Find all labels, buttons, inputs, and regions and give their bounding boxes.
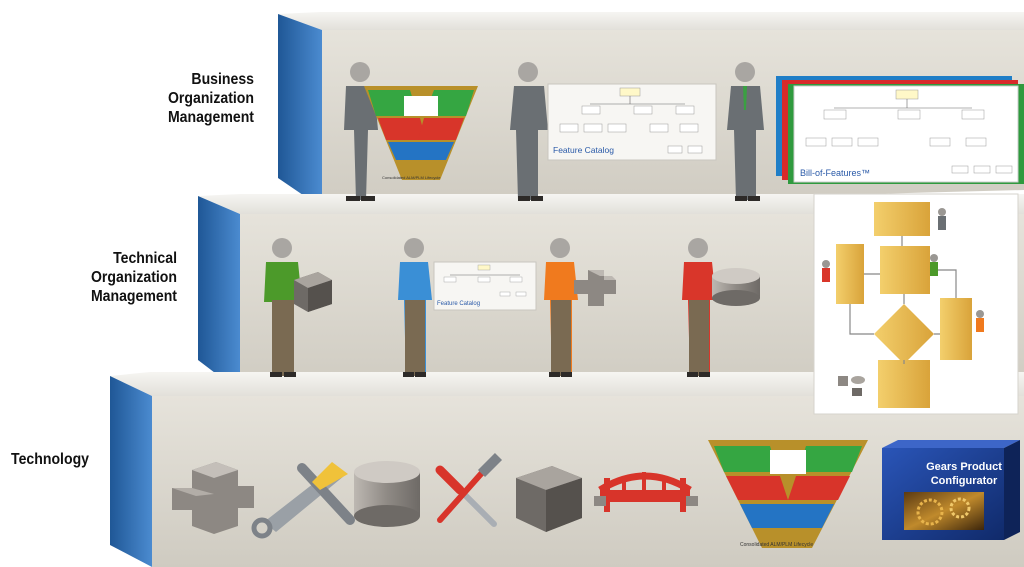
feature-catalog-small-caption: Feature Catalog (437, 301, 480, 307)
product-box (882, 440, 1020, 540)
tier-label-business: Business Organization Management (101, 70, 254, 127)
cylinder-small-icon (712, 268, 760, 306)
v-chart-large-caption: Consolidated ALM/PLM Lifecycle (740, 542, 813, 548)
feature-catalog-small-document (433, 261, 537, 311)
bill-of-features-caption: Bill-of-Features™ (800, 168, 870, 178)
technical-person-green-box (264, 238, 302, 377)
business-person-catalog (510, 62, 548, 201)
tier-label-line: Management (167, 109, 254, 126)
bill-of-features-document (776, 76, 1024, 184)
feature-catalog-caption: Feature Catalog (553, 145, 614, 155)
plus-block-icon (574, 270, 616, 306)
tier-label-line: Organization (90, 269, 177, 286)
product-box-title-line2: Configurator (931, 475, 998, 487)
tier-label-line: Management (90, 288, 177, 305)
technical-person-red-cylinder (682, 238, 716, 377)
flowchart-panel (813, 193, 1019, 415)
cylinder-icon (354, 461, 420, 527)
screwdriver-hammer-icon (435, 452, 503, 527)
v-chart-caption: Consolidated ALM/PLM Lifecycle (382, 175, 441, 180)
tier-label-line: Technical (113, 250, 177, 267)
business-person-bill (727, 62, 764, 201)
cube-large-icon (516, 466, 582, 532)
feature-catalog-document (547, 83, 717, 161)
plus-block-large-icon (172, 462, 254, 534)
v-chart-large-icon (708, 440, 868, 548)
business-person-v-chart (344, 62, 378, 201)
tier-label-line: Technology (11, 451, 90, 468)
technical-person-blue-catalog (398, 238, 432, 377)
v-chart-icon (364, 86, 478, 180)
saw-wrench-icon (251, 462, 355, 539)
technical-person-orange-plus (544, 238, 578, 377)
bridge-icon (594, 472, 698, 512)
tier-label-line: Business (191, 71, 254, 88)
tier-label-line: Organization (167, 90, 254, 107)
cube-icon (294, 272, 332, 312)
tier-label-technology: Technology (11, 450, 89, 469)
tier-label-technical: Technical Organization Management (25, 249, 177, 306)
product-box-title-line1: Gears Product (926, 461, 1002, 473)
